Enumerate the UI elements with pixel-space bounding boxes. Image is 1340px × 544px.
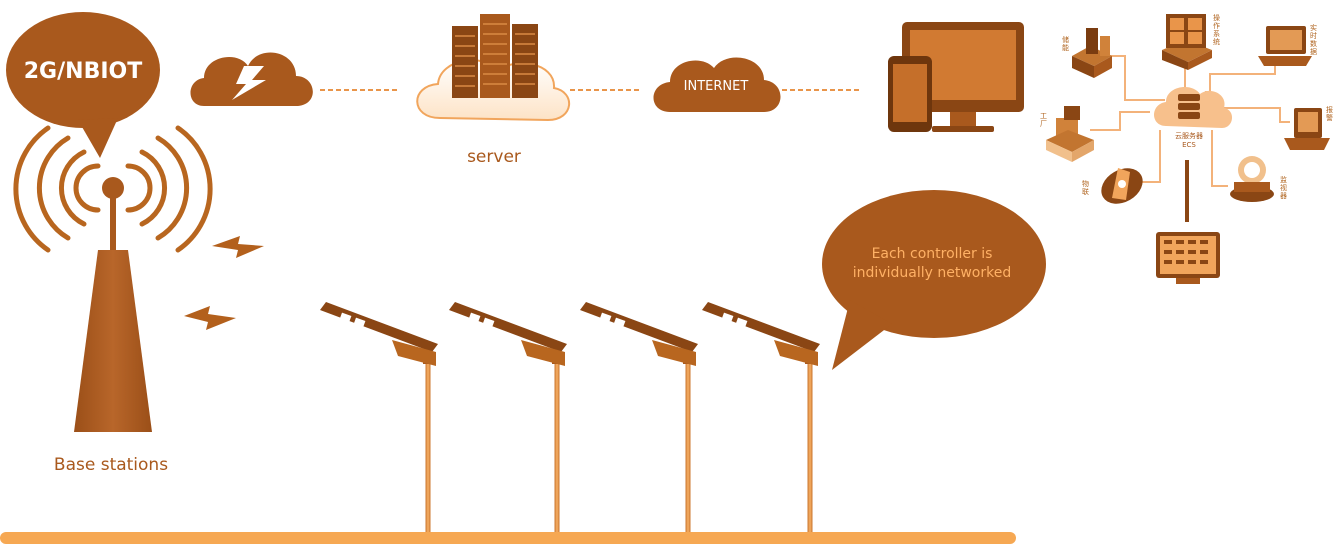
devices-icon — [888, 22, 1024, 132]
node-label-realtime: 实时数据 — [1310, 24, 1318, 56]
ecs-label: ECS — [1182, 141, 1196, 149]
server-label: server — [467, 147, 521, 167]
globe-icon — [1230, 156, 1274, 202]
ground-line — [0, 532, 1016, 544]
streetlight-2 — [449, 302, 567, 532]
cloud-system — [1046, 14, 1330, 284]
internet-label: INTERNET — [684, 79, 749, 94]
callout-line-1: Each controller is — [872, 246, 993, 262]
monitor-icon — [1156, 232, 1220, 284]
warehouse-icon — [1162, 14, 1212, 70]
node-label-monitor: 监视器 — [1280, 176, 1288, 200]
lightning-icon — [184, 306, 236, 330]
factory-icon — [1046, 106, 1094, 162]
bubble-label: 2G/NBIOT — [24, 59, 142, 84]
ecs-label-cn: 云服务器 — [1175, 131, 1203, 140]
base-station-tower-icon — [74, 177, 152, 432]
node-label-storage: 储能 — [1062, 36, 1070, 52]
station-label: Base stations — [54, 455, 168, 475]
streetlight-4 — [702, 302, 820, 532]
screen-icon — [1284, 108, 1330, 150]
streetlight-1 — [320, 302, 438, 532]
building-icon — [1072, 28, 1112, 78]
server-icon — [417, 14, 569, 120]
cloud-lightning-icon — [191, 53, 313, 106]
fan-icon — [1095, 161, 1149, 211]
streetlight-3 — [580, 302, 698, 532]
laptop-icon — [1258, 26, 1312, 66]
node-label-iot: 物联 — [1082, 180, 1090, 196]
node-label-os: 操作系统 — [1213, 14, 1221, 46]
speech-bubble-2g-nbiot — [6, 12, 160, 158]
lightning-icon — [212, 236, 264, 258]
ecs-cloud-icon — [1154, 87, 1232, 128]
node-label-factory: 工厂 — [1040, 112, 1048, 128]
callout-line-2: individually networked — [853, 265, 1011, 281]
node-label-alarm: 报警 — [1326, 106, 1334, 122]
